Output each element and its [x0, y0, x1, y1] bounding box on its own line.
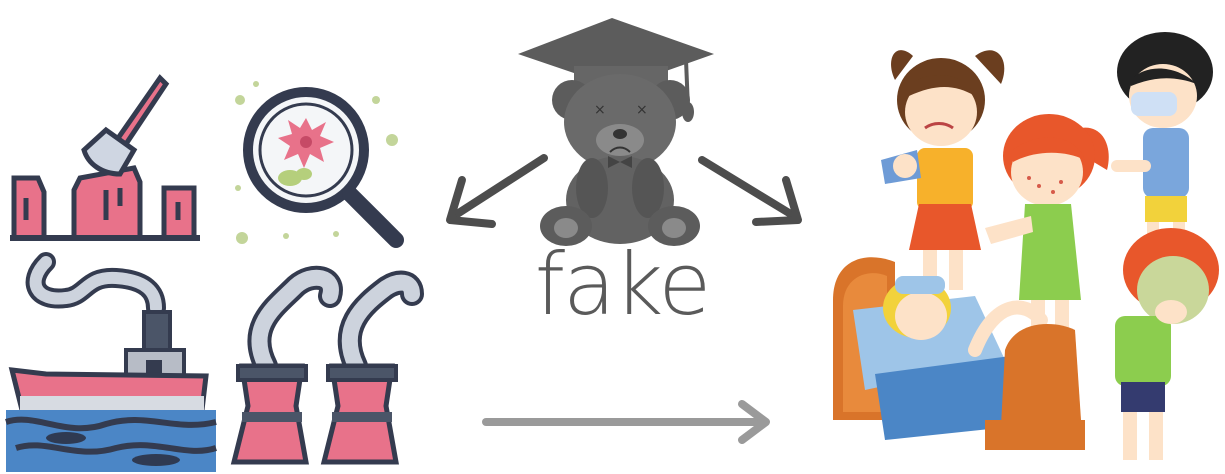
- svg-text:×: ×: [636, 102, 648, 118]
- germ-magnifier-icon: [226, 70, 426, 250]
- factory-chimneys-icon: [226, 266, 416, 466]
- boy-masked: [1111, 32, 1213, 262]
- svg-text:×: ×: [594, 102, 606, 118]
- arrow-to-children-icon: [694, 152, 814, 242]
- boy-nauseous: [1115, 228, 1219, 460]
- polluting-ship-icon: [6, 262, 216, 472]
- arrow-to-pollution-icon: [440, 150, 560, 250]
- fake-label: fake: [512, 242, 732, 328]
- causal-arrow-icon: [480, 398, 780, 448]
- axe-stumps-icon: [10, 70, 210, 250]
- girl-crying: [881, 50, 1004, 290]
- sick-children-illustration: [825, 0, 1225, 474]
